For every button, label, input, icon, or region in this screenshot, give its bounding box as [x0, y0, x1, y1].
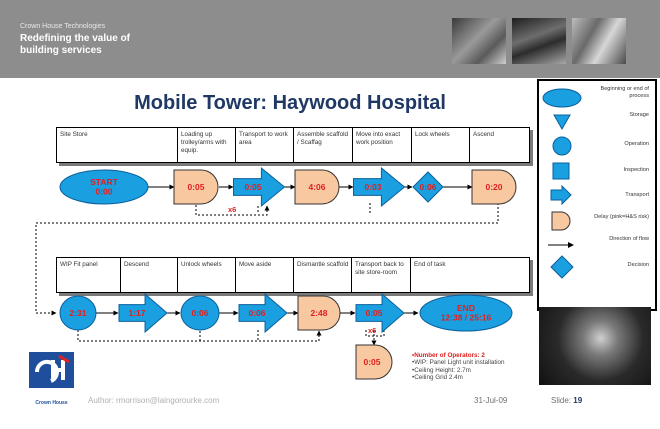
row2-step-cell: Transport back to site store-room — [352, 258, 411, 292]
crown-house-logo — [29, 352, 74, 388]
header-photo-1 — [452, 18, 506, 64]
row2-node-time-label: 0:06 — [191, 308, 208, 318]
row1-node-time-label: 0:03 — [364, 182, 381, 192]
row1-node-arrow — [233, 166, 286, 208]
header-photo-3 — [572, 18, 626, 64]
legend-label: Inspection — [623, 167, 650, 173]
flow-arrow-icon — [548, 242, 574, 248]
note-line: •WIP: Panel Light unit installation — [412, 359, 505, 367]
legend-label: Transport — [625, 192, 649, 198]
header-photo-2 — [512, 18, 566, 64]
footer-date: 31-Jul-09 — [474, 396, 508, 405]
row1-step-cell: Lock wheels — [412, 128, 470, 162]
worker-photo — [539, 307, 651, 385]
row2-step-cell: End of task — [414, 261, 446, 268]
loop-count-label: x6 — [228, 205, 236, 214]
loop-connector — [195, 205, 270, 216]
row2-step-cell: Unlock wheels — [178, 258, 236, 292]
row1-node-diamond — [412, 171, 444, 203]
ellipse-icon — [542, 88, 582, 108]
row2-node-circle — [59, 295, 97, 331]
row1-step-cell: Assemble scaffold / Scaffag — [294, 128, 353, 162]
loop-count-label: x6 — [368, 326, 376, 335]
row2-step-table: WIP Fit panel Descend Unlock wheels Move… — [56, 257, 530, 293]
note-line: •Ceiling Grid 2.4m — [412, 374, 463, 382]
page-title: Mobile Tower: Haywood Hospital — [134, 92, 446, 114]
row2-step-cell: WIP Fit panel — [57, 258, 121, 292]
note-line: •Ceiling Height: 2.7m — [412, 366, 471, 374]
row2-extra-delay-node — [355, 344, 393, 380]
row2-extra-delay-time-label: 0:05 — [363, 357, 380, 367]
row2-node-circle — [180, 295, 220, 331]
note-line: •Number of Operators: 2 — [412, 352, 485, 359]
logo-caption: Crown House — [35, 400, 68, 406]
row1-node-arrow — [353, 166, 406, 208]
slide-header: Crown House Technologies Redefining the … — [0, 0, 660, 78]
row1-node-delay — [294, 169, 340, 205]
legend: Beginning or end of process Storage Oper… — [537, 79, 657, 311]
row1-node-ellipse — [59, 169, 149, 205]
row1-step-cell: Transport to work area — [236, 128, 294, 162]
legend-label: Storage — [629, 112, 649, 118]
legend-label: Beginning or end of process — [600, 86, 649, 99]
row2-node-arrow — [355, 292, 405, 334]
legend-label: Decision — [627, 262, 649, 268]
slide-number: 19 — [573, 396, 583, 405]
row2-node-time-label: 2:31 — [69, 308, 86, 318]
row2-step-cell: Dismantle scaffold — [294, 258, 352, 292]
delay-icon — [551, 211, 571, 231]
company-name: Crown House Technologies — [20, 23, 106, 30]
storage-triangle-icon — [553, 114, 571, 130]
row1-step-cell: Move into exact work position — [353, 128, 412, 162]
footer-author: Author: rmorrison@laingorourke.com — [88, 396, 220, 405]
legend-label: Direction of flow — [609, 236, 649, 242]
row1-node-time-label: 0:20 — [485, 182, 502, 192]
row2-node-ellipse — [419, 294, 513, 332]
row1-node-time-label: 0:05 — [187, 182, 204, 192]
row2-node-delay — [297, 295, 341, 331]
slide-label: Slide: — [551, 396, 572, 405]
process-notes: •Number of Operators: 2 •WIP: Panel Ligh… — [412, 352, 505, 382]
operation-circle-icon — [552, 136, 572, 156]
decision-diamond-icon — [550, 255, 574, 279]
row2-node-arrow — [238, 292, 288, 334]
row1-node-delay — [173, 169, 219, 205]
inspection-square-icon — [552, 162, 570, 180]
row2-node-time-label: 2:48 — [310, 308, 327, 318]
row-link-connector — [35, 203, 499, 316]
company-tagline: Redefining the value of building service… — [20, 33, 131, 56]
row2-step-cell: Move aside — [236, 258, 294, 292]
row2-step-cell: Descend — [121, 258, 178, 292]
row1-node-time-label: 4:06 — [308, 182, 325, 192]
legend-label: Delay (pink=H&S risk) — [594, 214, 649, 220]
transport-arrow-icon — [550, 185, 572, 205]
row2-node-time-label: 0:05 — [365, 308, 382, 318]
row1-node-time-label: 0:06 — [419, 182, 436, 192]
legend-label: Operation — [624, 141, 649, 147]
row1-step-cell: Ascend — [473, 131, 495, 138]
row2-node-arrow — [118, 292, 168, 334]
loop-connector — [77, 330, 322, 342]
footer-slide-number: Slide: 19 — [551, 396, 582, 405]
row2-node-time-label: 1:17 — [128, 308, 145, 318]
row1-node-delay — [471, 169, 517, 205]
row2-node-time-label: 0:06 — [248, 308, 265, 318]
row1-step-cell: Loading up trolley/arms with equip. — [178, 128, 236, 162]
row1-node-time-label: 0:05 — [244, 182, 261, 192]
row1-step-table: Site Store Loading up trolley/arms with … — [56, 127, 530, 163]
row1-step-cell: Site Store — [57, 128, 178, 162]
